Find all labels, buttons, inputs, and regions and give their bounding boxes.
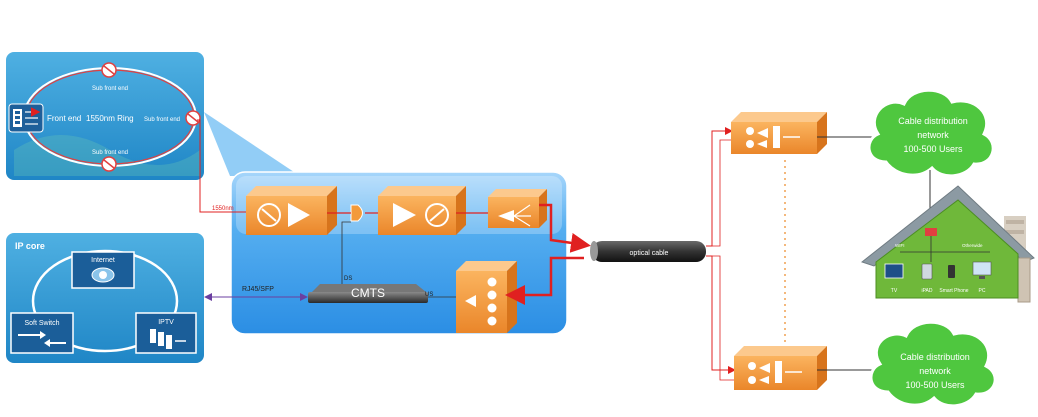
cloud-bottom-line3: 100-500 Users xyxy=(905,380,965,390)
front-end-label: Front end xyxy=(47,114,81,123)
split-icon xyxy=(513,204,531,217)
cmts-ds-link xyxy=(341,221,351,284)
subscriber-house: WIFI Otherwide TV iPAD Smart Phone PC xyxy=(860,185,1035,303)
ring-label: 1550nm Ring xyxy=(86,114,134,123)
wifi-label: WIFI xyxy=(895,243,905,248)
optical-splitter xyxy=(488,189,547,228)
device-label-ipad: iPAD xyxy=(921,288,932,294)
optical-cable: optical cable xyxy=(590,241,706,262)
ds-label: DS xyxy=(344,276,352,282)
soft-switch-label: Soft Switch xyxy=(24,320,59,327)
us-label: US xyxy=(425,292,433,298)
device-label-tv: TV xyxy=(891,288,898,294)
laser-icon xyxy=(429,208,445,222)
sub-front-end-node-right xyxy=(185,110,201,126)
return-fiber-bottom xyxy=(712,255,734,381)
pc-icon xyxy=(972,261,992,276)
sub-front-end-top-label: Sub front end xyxy=(92,86,128,92)
sub-front-end-node-top xyxy=(101,62,117,78)
device-label-smart-phone: Smart Phone xyxy=(939,288,968,294)
return-fiber-top xyxy=(712,139,731,247)
fiber-branch-top xyxy=(706,127,733,247)
cloud-bottom-line2: network xyxy=(919,366,951,376)
globe-icon xyxy=(99,271,107,279)
fiber-branch-bottom xyxy=(706,255,736,374)
rj45-label: RJ45/SFP xyxy=(242,286,274,293)
cable-distribution-cloud-bottom: Cable distribution network 100-500 Users xyxy=(869,320,997,408)
amplifier-icon xyxy=(288,203,310,227)
sub-front-end-bottom-label: Sub front end xyxy=(92,150,128,156)
device-label-pc: PC xyxy=(979,288,986,294)
smart-phone-icon xyxy=(948,265,955,278)
callout-pointer xyxy=(204,112,300,176)
cloud-top-line2: network xyxy=(917,130,949,140)
fiber-label: 1550nm xyxy=(212,206,234,212)
front-end-equipment-icon xyxy=(8,103,44,133)
optical-node-top xyxy=(731,112,827,154)
optical-amplifier xyxy=(378,186,466,235)
iptv-label: IPTV xyxy=(158,319,174,326)
tv-icon xyxy=(884,263,904,279)
cloud-top-line3: 100-500 Users xyxy=(903,144,963,154)
otherwide-label: Otherwide xyxy=(962,243,983,248)
router-icon xyxy=(925,228,937,236)
cable-distribution-cloud-top: Cable distribution network 100-500 Users xyxy=(867,88,995,178)
receiver-icon xyxy=(465,295,476,307)
combiner-icon xyxy=(350,204,363,222)
cloud-bottom-line1: Cable distribution xyxy=(900,352,970,362)
optical-transmitter xyxy=(246,186,337,235)
optical-cable-label: optical cable xyxy=(630,250,669,257)
internet-label: Internet xyxy=(91,257,115,264)
amplifier-icon xyxy=(393,203,416,227)
optical-receiver xyxy=(456,261,517,333)
cloud-top-line1: Cable distribution xyxy=(898,116,968,126)
sub-front-end-node-bottom xyxy=(101,156,117,172)
tablet-icon xyxy=(921,263,933,280)
cmts-device: CMTS xyxy=(308,284,428,303)
iptv-node: IPTV xyxy=(135,312,197,354)
ring-panel: Sub front end Sub front end Sub front en… xyxy=(6,52,204,180)
ip-core-title: IP core xyxy=(15,241,45,251)
sub-front-end-right-label: Sub front end xyxy=(144,117,180,123)
cmts-label: CMTS xyxy=(351,286,385,300)
laser-icon xyxy=(261,208,277,222)
optical-node-bottom xyxy=(734,346,827,390)
fiber-link-ring xyxy=(197,119,250,213)
upstream-fiber xyxy=(505,256,584,305)
downstream-fiber xyxy=(539,203,591,253)
ip-core-panel: IP core Internet Soft Switch IPTV xyxy=(6,233,204,363)
internet-node: Internet xyxy=(71,251,135,289)
soft-switch-node: Soft Switch xyxy=(10,312,74,354)
